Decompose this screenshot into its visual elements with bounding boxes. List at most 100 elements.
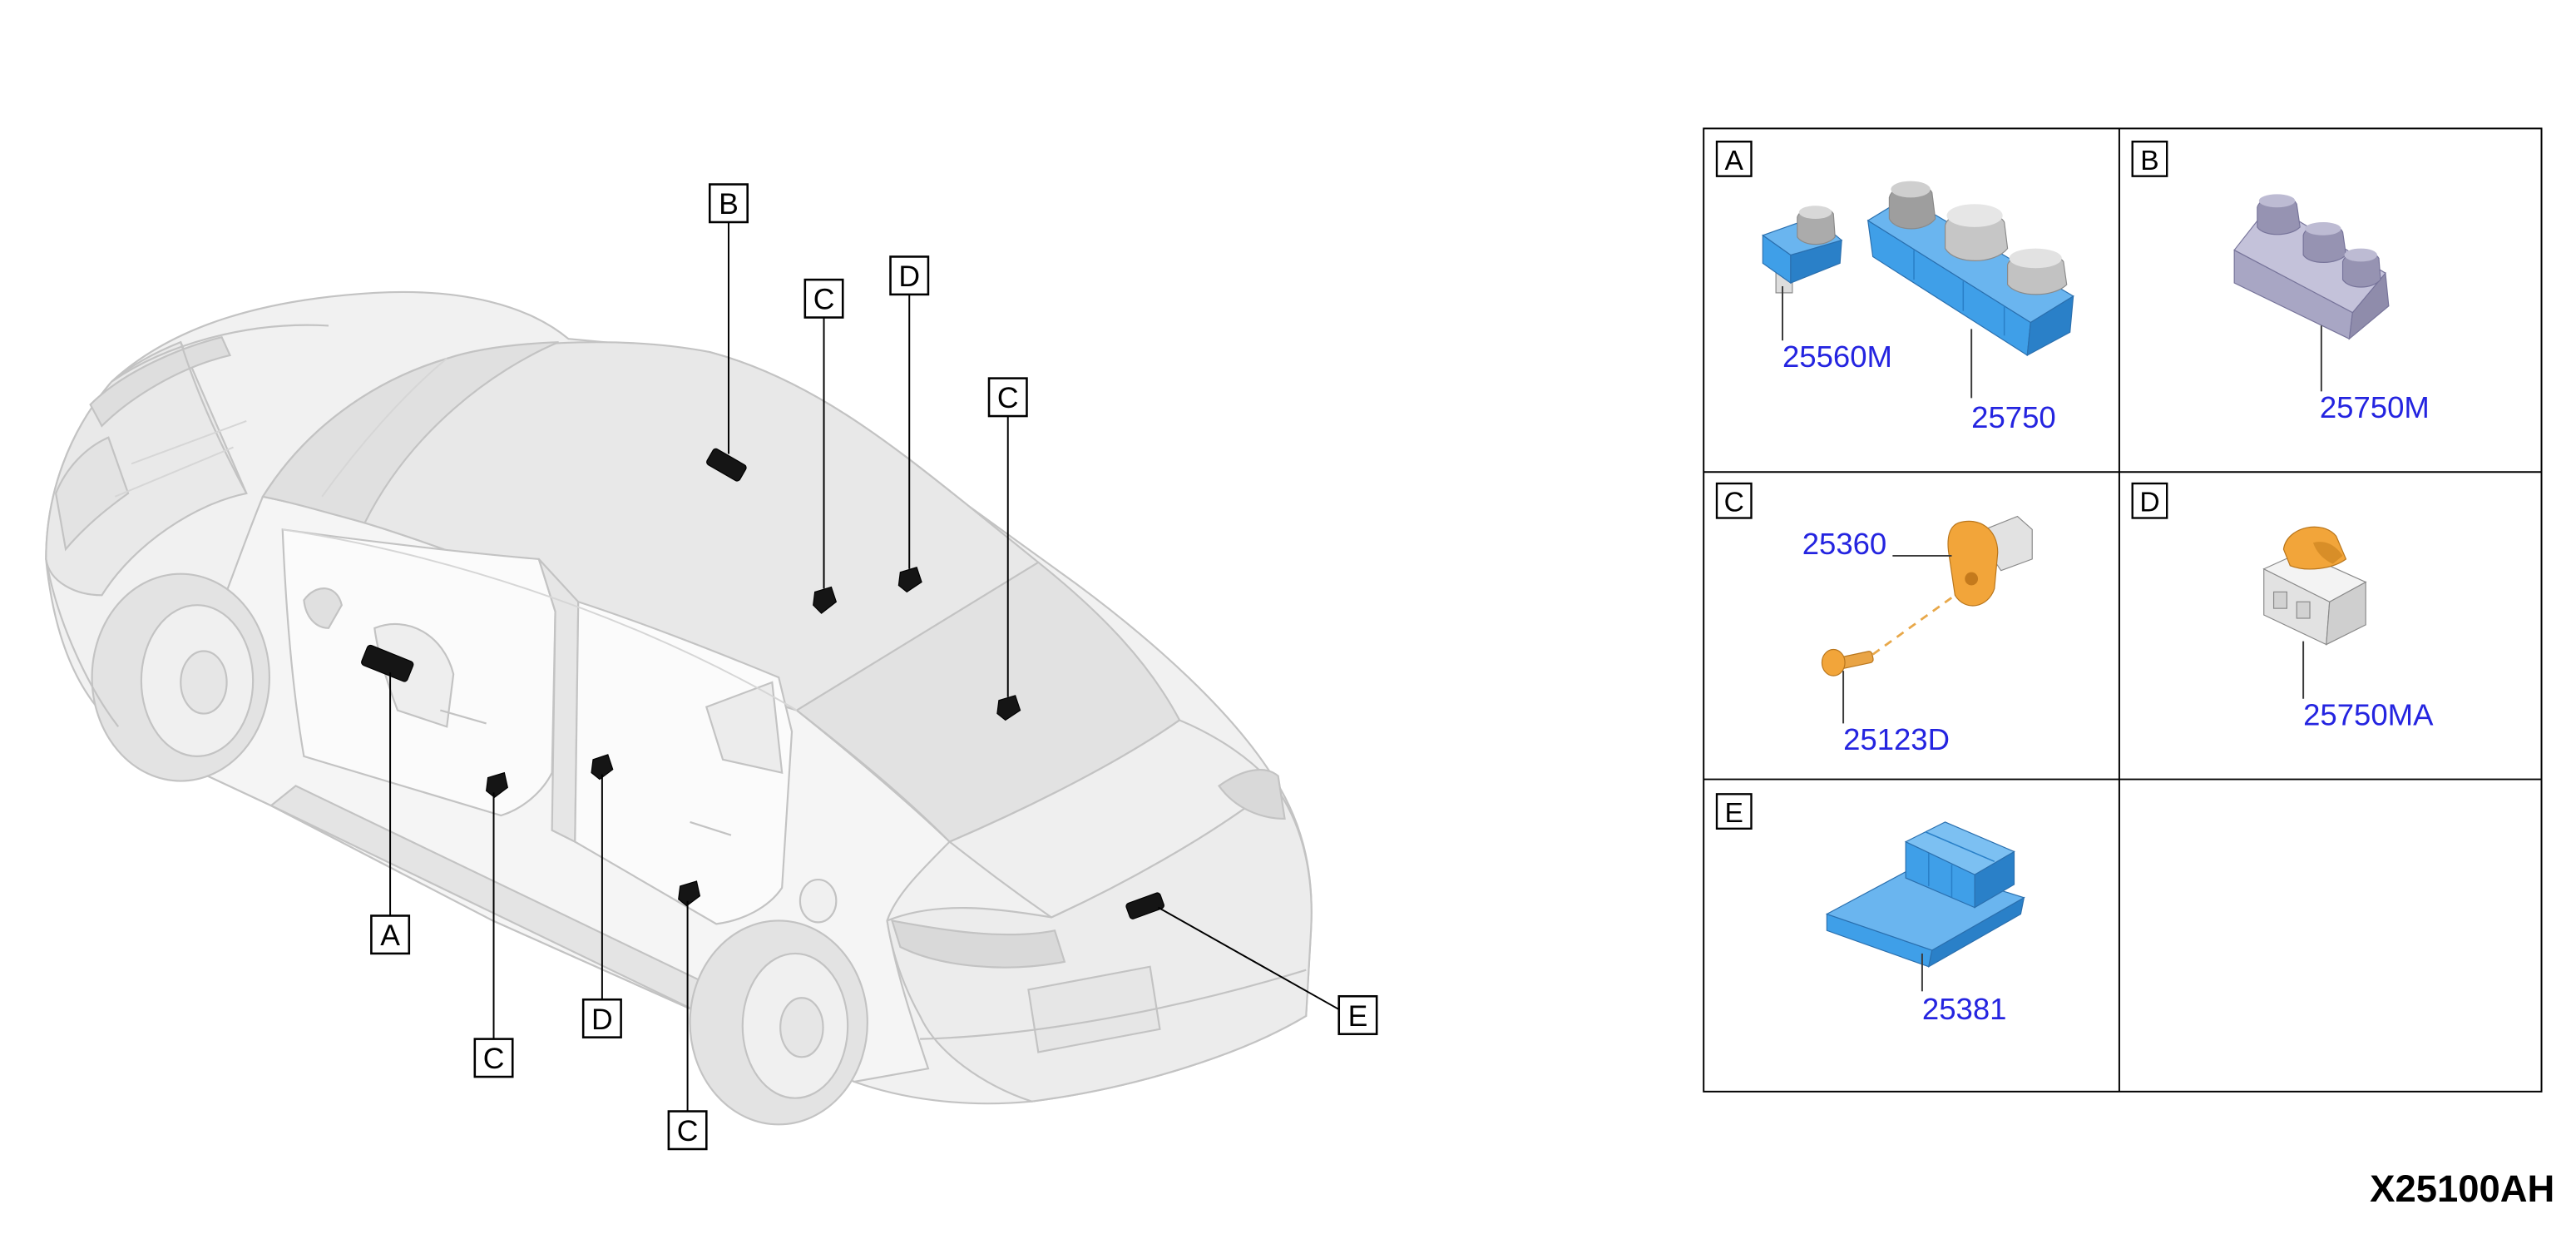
detail-cell-A: A 25560M (1715, 141, 2074, 434)
cell-label-box (2131, 141, 2168, 177)
part-number-25381[interactable]: 25381 (1922, 992, 2007, 1026)
diagram-code: X25100AH (2370, 1167, 2554, 1210)
cell-label: D (2139, 488, 2159, 518)
car-front-bumper-line (45, 558, 120, 728)
sensor-detail (2272, 591, 2287, 609)
part-25750M-illustration[interactable] (2233, 194, 2390, 340)
callout-box (370, 914, 411, 955)
part-number-25360[interactable]: 25360 (1802, 527, 1887, 561)
callout-C-roof-front[interactable]: C (803, 278, 844, 589)
callout-label: D (898, 260, 920, 293)
car-rear-quarter-window (705, 681, 784, 775)
callout-E[interactable]: E (1157, 906, 1378, 1035)
cell-label-box (1715, 482, 1753, 519)
switch-knob-1-top (1891, 181, 1931, 198)
callout-leader (1157, 906, 1340, 1010)
callout-D-rear-door[interactable]: D (581, 774, 622, 1038)
part-marker-C-roof-rear[interactable] (996, 695, 1021, 721)
switch-knob-2-top (2305, 221, 2341, 235)
part-marker-C-roof-front[interactable] (813, 586, 838, 614)
callout-box (889, 255, 930, 296)
car-illustration (45, 290, 1313, 1126)
detail-cell-B: B 25750M (2131, 141, 2430, 424)
front-wheel-hub (180, 650, 228, 715)
sensor-mount-hole (1965, 572, 1979, 586)
detail-grid: A 25560M (1703, 127, 2543, 1093)
part-number-25123D[interactable]: 25123D (1843, 722, 1950, 756)
callout-box (1337, 994, 1378, 1035)
car-a-pillar-line (180, 341, 248, 494)
part-marker-E[interactable] (1125, 892, 1165, 919)
car-rear-bumper-line (920, 969, 1307, 1040)
callout-label: A (380, 919, 400, 952)
part-marker-C-rear-pillar[interactable] (678, 880, 701, 907)
part-number-25750MA[interactable]: 25750MA (2303, 697, 2434, 731)
car-grille (55, 436, 130, 552)
callout-D-roof[interactable]: D (889, 255, 930, 569)
callout-box (987, 377, 1028, 418)
part-marker-D-rear-door[interactable] (591, 754, 614, 781)
car-headlight (89, 335, 232, 428)
callout-C-rear-pillar[interactable]: C (667, 900, 708, 1151)
assembly-dashed-line (1871, 594, 1956, 656)
car-wiper-line-1 (131, 420, 247, 465)
switch-block-rib (1925, 831, 1995, 863)
car-rear-fascia (886, 784, 1313, 1103)
car-b-pillar (537, 558, 580, 844)
switch-knob-2-top (1946, 204, 2003, 227)
cell-label-box (2131, 482, 2168, 519)
sensor-detail (2296, 601, 2311, 619)
part-marker-D-roof[interactable] (897, 567, 922, 593)
car-license-plate-recess (1027, 965, 1161, 1053)
detail-cell-C: C 25360 25123D (1715, 482, 2033, 756)
car-rear-door-opening (574, 600, 794, 925)
bolt-head (1821, 648, 1846, 676)
callout-label: B (719, 187, 739, 221)
cell-label: E (1725, 798, 1743, 829)
switch-knob-1-top (2258, 194, 2296, 208)
part-number-25560M[interactable]: 25560M (1782, 339, 1892, 374)
car-tail-light-right (1218, 769, 1286, 820)
callout-box (708, 183, 749, 224)
part-number-25750M[interactable]: 25750M (2320, 390, 2430, 424)
callouts: B C D C A C D (370, 183, 1378, 1151)
callout-label: C (483, 1042, 505, 1075)
part-25560M-illustration[interactable] (1762, 206, 1843, 294)
car-side-mirror (303, 587, 343, 629)
callout-C-roof-rear[interactable]: C (987, 377, 1028, 697)
part-25381-illustration[interactable] (1825, 821, 2025, 968)
car-far-pillar-line (321, 358, 447, 498)
part-25360-illustration[interactable] (1947, 515, 2033, 607)
callout-C-front-pillar[interactable]: C (473, 792, 514, 1078)
part-markers (360, 448, 1165, 919)
car-belt-line (282, 528, 798, 711)
switch-knob-3-top (2344, 248, 2378, 262)
part-marker-C-front-pillar[interactable] (486, 771, 508, 799)
part-25750MA-illustration[interactable] (2262, 526, 2367, 646)
part-marker-A[interactable] (360, 644, 414, 682)
switch-knob-top (1798, 206, 1832, 220)
part-25750-illustration[interactable] (1866, 181, 2074, 357)
callout-label: C (997, 381, 1019, 414)
callout-label: D (591, 1003, 613, 1036)
part-25123D-illustration[interactable] (1821, 648, 1874, 676)
callout-B[interactable]: B (708, 183, 749, 454)
switch-knob-3-top (2009, 248, 2062, 269)
callout-A[interactable]: A (370, 672, 411, 955)
car-rear-door-handle (690, 820, 732, 836)
detail-cell-D: D 25750MA (2131, 482, 2434, 731)
callout-box (473, 1038, 514, 1078)
detail-cell-E: E 25381 (1715, 793, 2025, 1026)
cell-label: A (1725, 146, 1744, 176)
car-fuel-door (799, 878, 838, 924)
part-marker-B[interactable] (705, 448, 747, 483)
sensor-cap-shade (2312, 542, 2343, 564)
sensor-body (1947, 520, 1999, 607)
callout-box (581, 998, 622, 1038)
part-number-25750[interactable]: 25750 (1971, 400, 2056, 434)
car-hood-line (111, 324, 329, 383)
cell-label-box (1715, 793, 1753, 830)
cell-label-box (1715, 141, 1753, 177)
callout-box (667, 1110, 708, 1151)
